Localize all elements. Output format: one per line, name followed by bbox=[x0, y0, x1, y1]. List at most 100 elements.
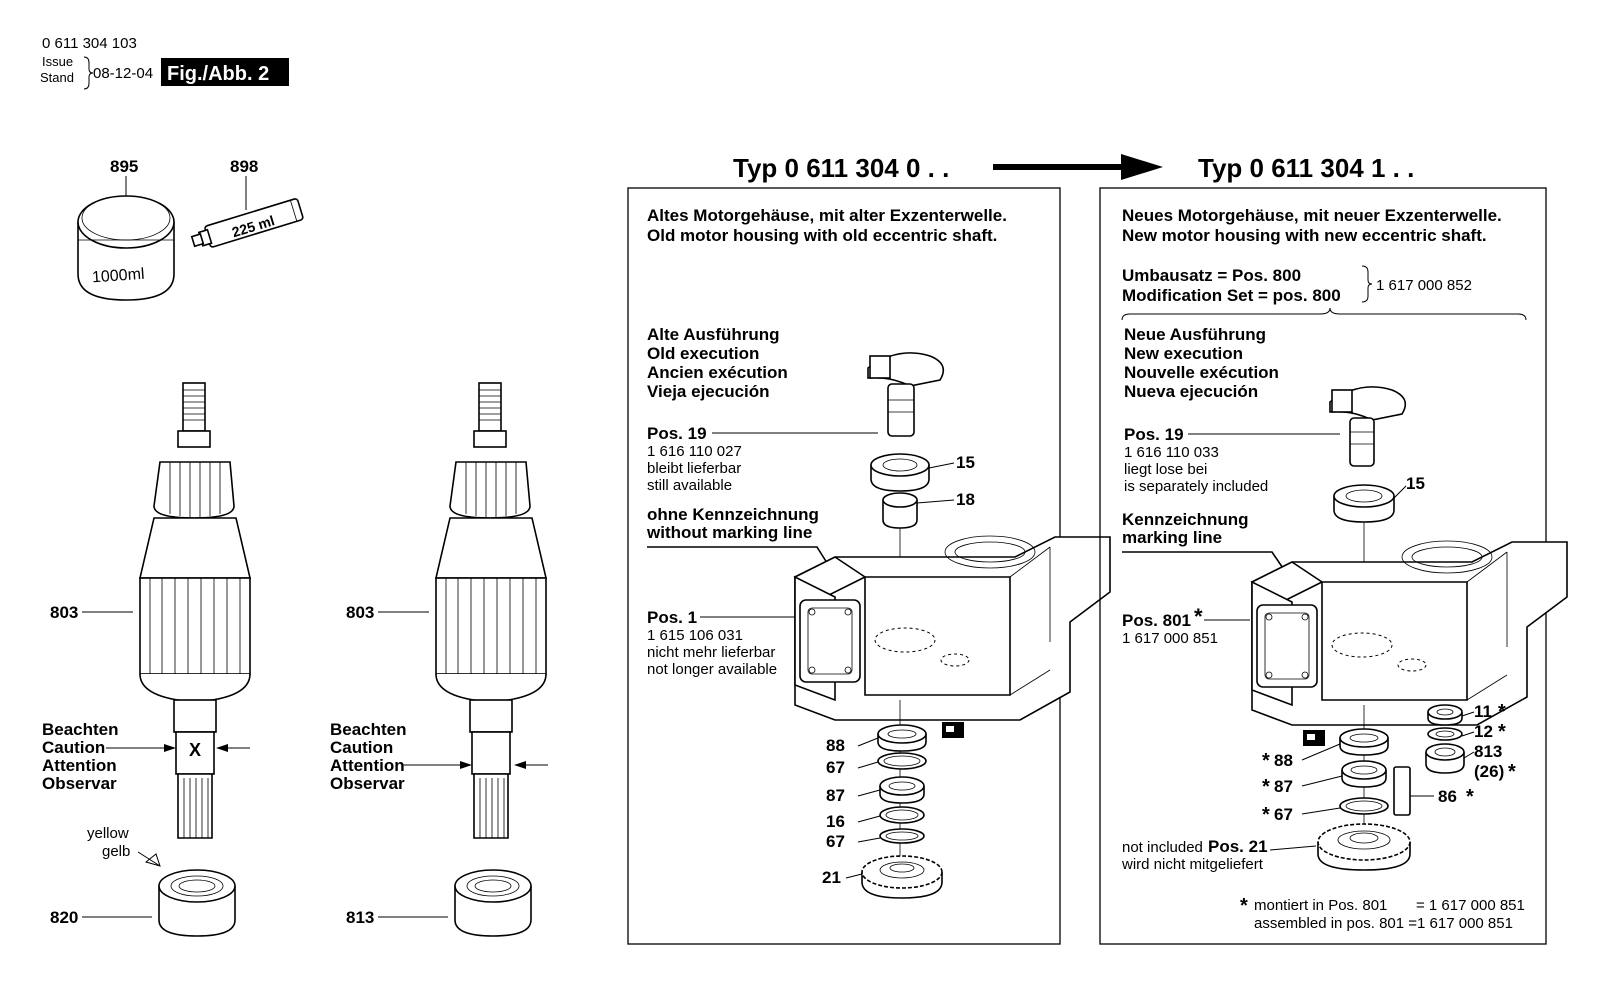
leader-old-67a bbox=[857, 761, 879, 769]
new-marking-2: marking line bbox=[1122, 528, 1222, 547]
new-desc-en: New motor housing with new eccentric sha… bbox=[1122, 226, 1487, 245]
ring-67-old-a-icon bbox=[877, 752, 927, 770]
can-volume-label: 1000ml bbox=[92, 266, 146, 287]
bearing-88-old-icon bbox=[877, 724, 927, 752]
ring-12-new-icon bbox=[1427, 727, 1463, 741]
eccentric-shaft-old-icon bbox=[867, 352, 945, 437]
armature-right-icon bbox=[434, 382, 548, 839]
leader-new-15 bbox=[1393, 485, 1407, 499]
leader-old-marking bbox=[647, 546, 835, 575]
new-callout-11: 11 bbox=[1474, 702, 1492, 721]
old-pos19-label: Pos. 19 bbox=[647, 424, 707, 443]
new-pos19-label: Pos. 19 bbox=[1124, 425, 1184, 444]
new-callout-15: 15 bbox=[1406, 474, 1425, 493]
leader-new-813 bbox=[1463, 751, 1475, 759]
bearing-11-new-icon bbox=[1427, 704, 1463, 726]
ring-67-new-icon bbox=[1339, 797, 1389, 815]
footnote-de: montiert in Pos. 801 bbox=[1254, 897, 1387, 914]
new-pos801-number: 1 617 000 851 bbox=[1122, 630, 1218, 647]
new-star-88: * bbox=[1262, 750, 1270, 772]
label-898: 898 bbox=[230, 157, 258, 176]
header-brace bbox=[83, 56, 94, 90]
new-star-86: * bbox=[1466, 786, 1474, 808]
new-kit-de: Umbausatz = Pos. 800 bbox=[1122, 266, 1301, 285]
issue-date: 08-12-04 bbox=[93, 65, 153, 82]
type-new-title: Typ 0 611 304 1 . . bbox=[1198, 153, 1414, 183]
label-803-right: 803 bbox=[346, 603, 374, 622]
document-part-number: 0 611 304 103 bbox=[42, 35, 137, 52]
eccentric-shaft-new-icon bbox=[1329, 386, 1407, 467]
ring-67-old-a-inner bbox=[883, 755, 921, 767]
old-marking-1: ohne Kennzeichnung bbox=[647, 505, 819, 524]
transition-arrow-icon bbox=[993, 154, 1163, 180]
new-star-67: * bbox=[1262, 804, 1270, 826]
new-pos19-note2: is separately included bbox=[1124, 478, 1268, 495]
grease-can-icon bbox=[77, 195, 175, 301]
bearing-820-icon bbox=[158, 869, 236, 937]
old-pos1-note1: nicht mehr lieferbar bbox=[647, 644, 775, 661]
leader-new-12 bbox=[1461, 731, 1475, 737]
footnote-de-number: = 1 617 000 851 bbox=[1416, 897, 1525, 914]
motor-housing-old-icon bbox=[793, 535, 1111, 721]
new-exec-2: New execution bbox=[1124, 344, 1243, 363]
new-exec-1: Neue Ausführung bbox=[1124, 325, 1266, 344]
new-star-11: * bbox=[1498, 701, 1506, 723]
old-callout-67b: 67 bbox=[826, 832, 845, 851]
armature-left-icon bbox=[138, 382, 252, 839]
bearing-87-old-icon bbox=[879, 776, 925, 804]
new-callout-87: 87 bbox=[1274, 777, 1293, 796]
old-callout-15: 15 bbox=[956, 453, 975, 472]
type-old-title: Typ 0 611 304 0 . . bbox=[733, 153, 949, 183]
leader-old-18 bbox=[916, 499, 955, 504]
ring-16-old-inner bbox=[885, 809, 919, 821]
ring-67-old-b-icon bbox=[879, 828, 925, 844]
leader-new-87 bbox=[1301, 775, 1343, 787]
bearing-87-new-icon bbox=[1341, 760, 1387, 788]
sleeve-18-old-icon bbox=[882, 492, 918, 529]
leader-old-87 bbox=[857, 789, 881, 797]
kit-brace bbox=[1361, 265, 1373, 303]
old-pos19-number: 1 616 110 027 bbox=[647, 443, 742, 460]
label-895: 895 bbox=[110, 157, 138, 176]
ring-67-new-inner bbox=[1345, 800, 1383, 812]
ring-67-old-b-inner bbox=[885, 831, 919, 841]
leader-new-88 bbox=[1301, 743, 1341, 761]
leader-new-marking bbox=[1122, 551, 1290, 578]
lube-symbol-old-inner bbox=[946, 726, 954, 732]
ring-12-new-inner bbox=[1435, 730, 1455, 738]
arrowhead-left-a bbox=[164, 744, 176, 752]
new-not-included-1: not included bbox=[1122, 839, 1203, 856]
label-820: 820 bbox=[50, 908, 78, 927]
leader-old-21 bbox=[845, 873, 863, 879]
figure-badge bbox=[161, 58, 289, 86]
label-813: 813 bbox=[346, 908, 374, 927]
leader-new-11 bbox=[1461, 711, 1475, 717]
old-pos1-number: 1 615 106 031 bbox=[647, 627, 743, 644]
old-exec-2: Old execution bbox=[647, 344, 759, 363]
stand-label: Stand bbox=[40, 70, 74, 85]
pin-86-new-icon bbox=[1393, 766, 1411, 816]
leader-old-15 bbox=[928, 462, 955, 469]
old-exec-4: Vieja ejecución bbox=[647, 382, 770, 401]
bearing-813-new-icon bbox=[1425, 743, 1465, 774]
caution-right-1: Beachten bbox=[330, 720, 407, 739]
gear-21-new-icon bbox=[1317, 823, 1411, 871]
caution-left-4: Observar bbox=[42, 774, 117, 793]
grease-tube-icon bbox=[190, 198, 304, 248]
bearing-88-new-icon bbox=[1339, 728, 1389, 756]
new-pos19-note1: liegt lose bei bbox=[1124, 461, 1207, 478]
yellow-label: yellow bbox=[87, 825, 129, 842]
caution-right-3: Attention bbox=[330, 756, 405, 775]
footnote-star: * bbox=[1240, 895, 1248, 917]
new-kit-number: 1 617 000 852 bbox=[1376, 277, 1472, 294]
figure-label: Fig./Abb. 2 bbox=[167, 63, 269, 85]
old-pos1-label: Pos. 1 bbox=[647, 608, 697, 627]
caution-left-1: Beachten bbox=[42, 720, 119, 739]
leader-new-21 bbox=[1269, 845, 1317, 851]
arrowhead-right-a bbox=[460, 761, 472, 769]
caution-left-3: Attention bbox=[42, 756, 117, 775]
ring-16-old-icon bbox=[879, 806, 925, 824]
new-callout-12: 12 bbox=[1474, 722, 1493, 741]
leader-old-16 bbox=[857, 815, 881, 823]
old-callout-87: 87 bbox=[826, 786, 845, 805]
